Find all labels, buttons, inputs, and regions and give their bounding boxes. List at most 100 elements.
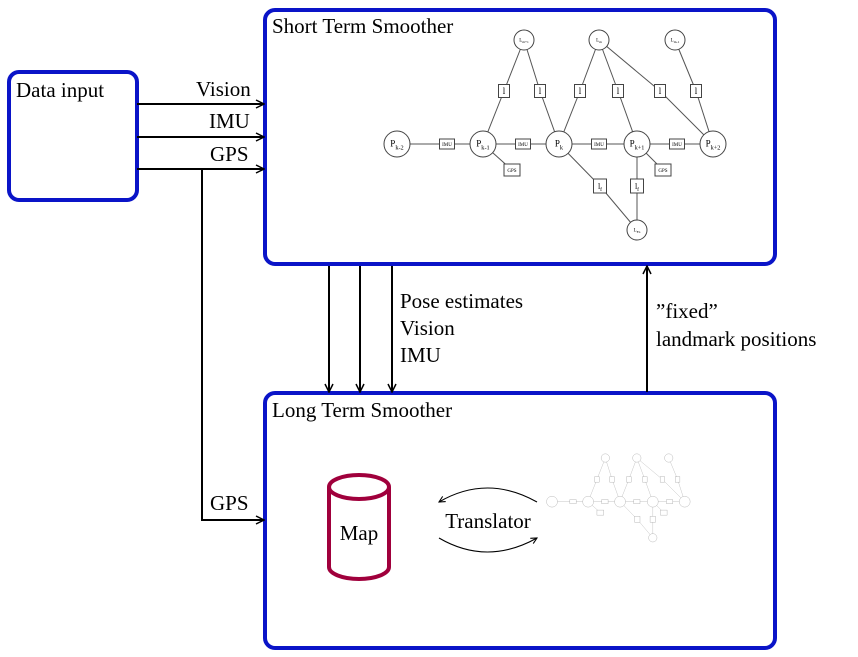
pose-node [469, 130, 497, 158]
imu-factor-label: IMU [442, 143, 452, 148]
pose-node [623, 130, 651, 158]
long-term-smoother-box: Long Term Smoother [263, 391, 777, 650]
landmark-factor [654, 84, 666, 98]
pose-node-label: Pk-2 [390, 139, 403, 152]
gps-long-term-arrow: GPS [201, 169, 264, 520]
gps-factor [596, 509, 604, 516]
landmark-node [664, 453, 674, 463]
short-term-factor-graph: IMU IMU IMU IMU GPS GPS l l l l l l lf lf Pk-2 Pk-1 Pk Pk… [383, 29, 727, 241]
landmark-factor [594, 476, 600, 483]
down-arrow-labels: Pose estimates Vision IMU [400, 289, 523, 367]
landmark-factor [612, 84, 624, 98]
imu-factor [669, 138, 685, 150]
imu-factor [439, 138, 455, 150]
translator-label: Translator [445, 509, 531, 533]
map-label: Map [340, 521, 379, 545]
landmark-factor [609, 476, 615, 483]
landmark-factor [534, 84, 546, 98]
fixed-label: ”fixed” [656, 299, 718, 323]
down-arrows [329, 266, 392, 392]
pose-node [582, 496, 594, 508]
data-input-box: Data input [7, 70, 139, 202]
vision-label: Vision [196, 77, 251, 101]
landmark-node [588, 29, 610, 51]
landmark-factor-label: l [539, 86, 542, 96]
landmark-factor [675, 476, 681, 483]
imu-factor-label: IMU [518, 143, 528, 148]
pose-node-label: Pk-1 [476, 139, 489, 152]
short-term-smoother-label: Short Term Smoother [272, 14, 453, 38]
imu-factor-label: IMU [594, 143, 604, 148]
fixed-landmark-arrow: ”fixed” landmark positions [647, 266, 816, 392]
imu-factor-label: IMU [672, 143, 682, 148]
landmark-factor [690, 84, 702, 98]
fixed-landmark-factor [630, 178, 644, 194]
gps-label: GPS [210, 142, 249, 166]
pose-node [679, 496, 691, 508]
landmark-node [632, 453, 642, 463]
landmark-factor-label: l [695, 86, 698, 96]
landmark-factor [659, 476, 665, 483]
vision-arrow: Vision [137, 77, 264, 104]
landmark-factor [498, 84, 510, 98]
imu-factor [601, 499, 609, 504]
landmark-factor [626, 476, 632, 483]
imu-factor [569, 499, 577, 504]
gps-arrow: GPS [137, 142, 264, 169]
landmark-node [513, 29, 535, 51]
imu-factor [591, 138, 607, 150]
vision-down-label: Vision [400, 316, 455, 340]
gps-factor-label: GPS [658, 169, 667, 174]
translator: Translator [439, 487, 537, 553]
fixed-landmark-factor [634, 516, 641, 523]
landmark-node [600, 453, 610, 463]
pose-node [545, 130, 573, 158]
landmark-node [664, 29, 686, 51]
gps-factor [503, 163, 521, 177]
landmark-factor-label: l [503, 86, 506, 96]
gps-factor [654, 163, 672, 177]
pose-node-label: Pk [555, 139, 564, 152]
long-term-smoother-label: Long Term Smoother [272, 398, 452, 422]
imu-factor [666, 499, 673, 504]
imu-arrow: IMU [137, 109, 264, 137]
landmark-positions-label: landmark positions [656, 327, 816, 351]
landmark-factor-label: l [659, 86, 662, 96]
landmark-factor [642, 476, 648, 483]
landmark-factor-label: l [579, 86, 582, 96]
graph-edge [636, 457, 663, 480]
pose-node-label: Pk+1 [630, 139, 645, 152]
pose-estimates-label: Pose estimates [400, 289, 523, 313]
gps-long-term-label: GPS [210, 491, 249, 515]
landmark-factor [574, 84, 586, 98]
data-input-label: Data input [16, 78, 104, 102]
fixed-landmark-factor [649, 516, 656, 523]
pose-node [614, 496, 626, 508]
landmark-node-label: Lm [596, 39, 602, 45]
gps-factor [660, 509, 668, 516]
imu-down-label: IMU [400, 343, 441, 367]
pose-node [546, 496, 558, 508]
fixed-landmark-node-label: LFn [634, 229, 641, 235]
fixed-landmark-factor-label: lf [635, 182, 639, 193]
map-cylinder: Map [327, 473, 391, 581]
long-term-factor-graph [546, 453, 691, 543]
imu-label: IMU [209, 109, 250, 133]
landmark-node-label: Lm+1 [519, 39, 529, 45]
fixed-landmark-node [648, 533, 658, 543]
imu-factor [633, 499, 641, 504]
landmark-factor-label: l [617, 86, 620, 96]
imu-factor [515, 138, 531, 150]
pose-node [383, 130, 411, 158]
fixed-landmark-node [626, 219, 648, 241]
pose-node [647, 496, 659, 508]
gps-factor-label: GPS [507, 169, 516, 174]
graph-edge [598, 39, 661, 92]
pose-node [699, 130, 727, 158]
pose-node-label: Pk+2 [706, 139, 721, 152]
fixed-landmark-factor [593, 178, 607, 194]
landmark-node-label: Lm-1 [671, 39, 680, 45]
short-term-smoother-box: Short Term Smoother [263, 8, 777, 266]
fixed-landmark-factor-label: lf [598, 182, 602, 193]
